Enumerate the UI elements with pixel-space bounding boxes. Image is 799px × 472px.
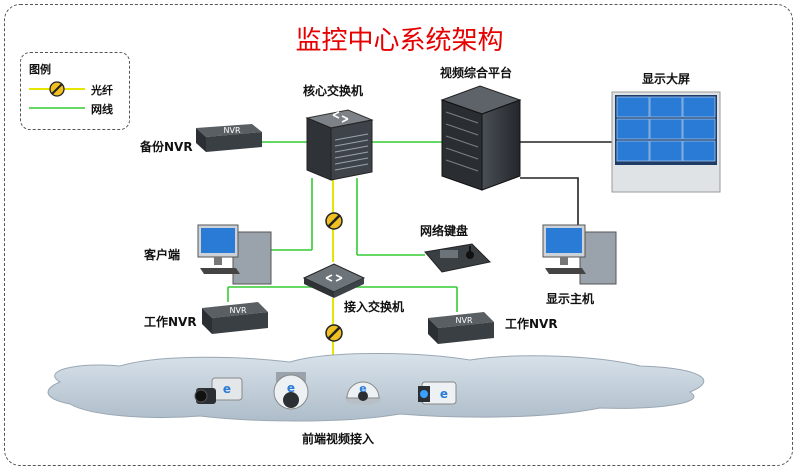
diagram-title: 监控中心系统架构	[295, 26, 504, 56]
legend-fiber-label: 光纤	[91, 84, 113, 97]
core-switch-device	[305, 109, 374, 181]
dome-camera-icon: e	[345, 381, 381, 405]
svg-text:e: e	[287, 381, 295, 395]
work-nvr-left-device: NVR	[202, 302, 268, 334]
network-keyboard-device	[424, 243, 492, 273]
label-network-keyboard: 网络键盘	[420, 224, 469, 238]
legend-network-swatch	[29, 107, 85, 109]
video-cables	[520, 141, 612, 232]
label-client: 客户端	[144, 248, 181, 262]
label-core-switch: 核心交换机	[303, 84, 364, 98]
box-camera-icon: e	[194, 377, 243, 404]
speed-dome-camera-icon: e	[273, 372, 309, 410]
display-host-device	[542, 224, 617, 285]
label-work-nvr-left: 工作NVR	[144, 315, 197, 329]
nvr-badge: NVR	[229, 306, 246, 315]
label-display-host: 显示主机	[546, 292, 595, 306]
label-backup-nvr: 备份NVR	[140, 140, 193, 154]
svg-text:e: e	[440, 387, 448, 401]
backup-nvr-device: NVR	[196, 124, 262, 152]
label-video-platform: 视频综合平台	[440, 66, 513, 80]
label-display-wall: 显示大屏	[642, 72, 691, 86]
legend-network-label: 网线	[91, 103, 113, 116]
frontend-cloud	[47, 353, 705, 422]
diagram-frame	[4, 4, 793, 466]
legend-box: 图例 光纤 网线	[20, 52, 130, 130]
label-work-nvr-right: 工作NVR	[505, 317, 558, 331]
label-access-switch: 接入交换机	[344, 300, 405, 314]
legend-heading: 图例	[29, 63, 51, 76]
bullet-camera-icon: e	[418, 381, 457, 405]
nvr-badge: NVR	[223, 126, 240, 135]
nvr-badge: NVR	[455, 316, 472, 325]
label-frontend: 前端视频接入	[302, 432, 375, 446]
video-platform-rack	[440, 85, 522, 191]
svg-text:e: e	[359, 382, 366, 395]
work-nvr-right-device: NVR	[428, 312, 494, 344]
legend-fiber-swatch	[29, 81, 85, 97]
svg-text:e: e	[223, 382, 231, 396]
display-wall-device	[611, 91, 721, 193]
fiber-badge-lower	[325, 324, 343, 342]
client-pc-device	[197, 224, 272, 285]
access-switch-device	[302, 263, 366, 298]
fiber-badge-upper	[325, 212, 343, 230]
